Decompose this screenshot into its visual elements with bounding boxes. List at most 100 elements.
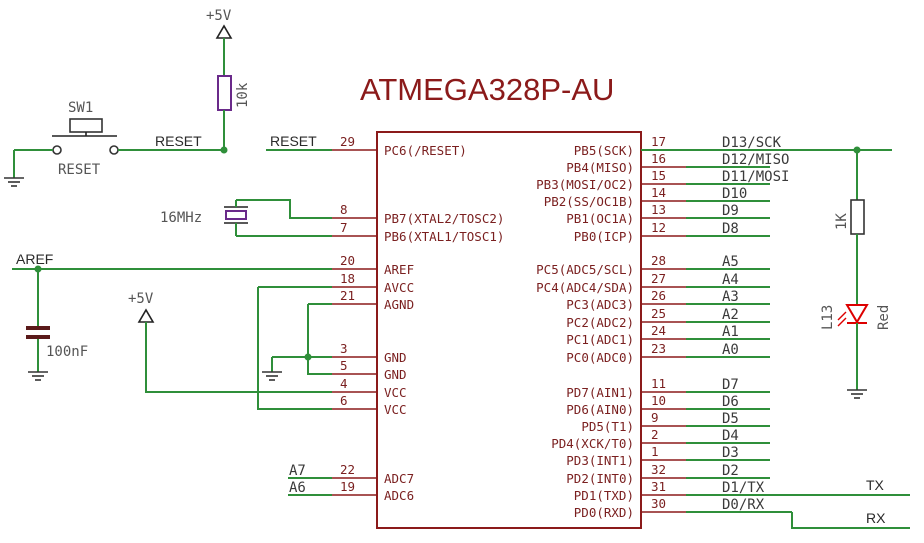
pin-name: PD2(INT0) (566, 471, 634, 486)
pin-number: 17 (651, 134, 666, 149)
pin-name: VCC (384, 385, 407, 400)
net-label: D1/TX (722, 480, 765, 496)
pin-name: PC3(ADC3) (566, 297, 634, 312)
pin-name: PB5(SCK) (574, 143, 634, 158)
pin-number: 6 (340, 393, 348, 408)
crystal-label: 16MHz (160, 210, 202, 226)
pin-name: PB6(XTAL1/TOSC1) (384, 229, 504, 244)
pin-name: ADC6 (384, 488, 414, 503)
pin-name: PD1(TXD) (574, 488, 634, 503)
pin-number: 15 (651, 168, 666, 183)
pin-number: 2 (651, 427, 659, 442)
supply-label-top: +5V (206, 8, 232, 24)
pin-name: PB1(OC1A) (566, 211, 634, 226)
pin-name: PB2(SS/OC1B) (544, 194, 634, 209)
pin-number: 8 (340, 202, 348, 217)
net-label: A3 (722, 289, 739, 305)
pin-number: 9 (651, 410, 659, 425)
net-label: A7 (289, 463, 306, 479)
pin-name: PC5(ADC5/SCL) (536, 262, 634, 277)
pin-number: 20 (340, 253, 355, 268)
pin-name: PD6(AIN0) (566, 402, 634, 417)
net-label: D10 (722, 186, 747, 202)
reset-net-label-right: RESET (270, 133, 317, 149)
pin-number: 31 (651, 479, 666, 494)
pin-number: 26 (651, 288, 666, 303)
pin-number: 7 (340, 220, 348, 235)
net-label: D12/MISO (722, 152, 789, 168)
net-label: D11/MOSI (722, 169, 789, 185)
pin-number: 13 (651, 202, 666, 217)
net-label: D13/SCK (722, 135, 782, 151)
pin-number: 5 (340, 358, 348, 373)
net-label: D6 (722, 394, 739, 410)
pin-name: PD3(INT1) (566, 453, 634, 468)
net-label: A0 (722, 342, 739, 358)
led-color: Red (876, 305, 892, 330)
led-ref: L13 (820, 305, 836, 330)
pin-name: PC6(/RESET) (384, 143, 467, 158)
ground-symbol-gnd (262, 371, 282, 381)
pullup-resistor-label: 10k (235, 82, 251, 108)
pin-number: 23 (651, 341, 666, 356)
led-symbol (845, 304, 869, 324)
pin-name: GND (384, 350, 407, 365)
pin-number: 27 (651, 271, 666, 286)
pin-name: GND (384, 367, 407, 382)
cap-label: 100nF (46, 344, 88, 360)
aref-net-label: AREF (16, 251, 53, 267)
switch-ref: SW1 (68, 100, 93, 116)
ground-symbol-led (847, 389, 867, 399)
pin-number: 22 (340, 462, 355, 477)
net-label: A1 (722, 324, 739, 340)
led-resistor (850, 199, 865, 235)
net-label: D2 (722, 463, 739, 479)
pin-number: 21 (340, 288, 355, 303)
pin-name: PD4(XCK/T0) (551, 436, 634, 451)
net-label: D8 (722, 221, 739, 237)
ground-symbol-aref (28, 371, 48, 381)
pin-name: AGND (384, 297, 414, 312)
switch-name: RESET (58, 162, 101, 178)
pin-number: 29 (340, 134, 355, 149)
net-label: D5 (722, 411, 739, 427)
pin-number: 1 (651, 444, 659, 459)
pin-name: PC1(ADC1) (566, 332, 634, 347)
rx-label: RX (866, 510, 886, 526)
pin-name: PD5(T1) (581, 419, 634, 434)
pullup-resistor (217, 75, 232, 111)
pin-number: 19 (340, 479, 355, 494)
ic-body (376, 131, 642, 529)
pin-number: 4 (340, 376, 348, 391)
pin-name: PD7(AIN1) (566, 385, 634, 400)
pin-number: 28 (651, 253, 666, 268)
chip-title: ATMEGA328P-AU (360, 72, 614, 107)
net-label: A5 (722, 254, 739, 270)
pin-name: PB3(MOSI/OC2) (536, 177, 634, 192)
ground-symbol-switch (4, 177, 24, 187)
supply-arrow-top (215, 24, 233, 39)
net-label: D9 (722, 203, 739, 219)
